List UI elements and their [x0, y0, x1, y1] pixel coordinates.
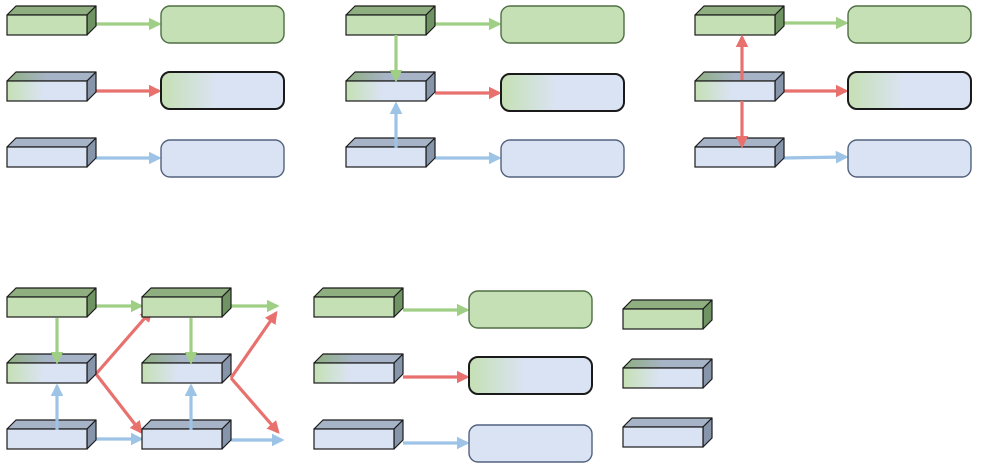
arrow-4b-m-downright — [229, 376, 280, 434]
block-g5-top — [313, 287, 404, 298]
block-b1 — [6, 137, 97, 168]
block-m3 — [694, 71, 785, 102]
block-g1-top — [6, 5, 97, 16]
block-b2-front — [345, 146, 427, 168]
block-b3-top — [694, 137, 785, 148]
block-g6-front — [622, 308, 704, 330]
block-b5 — [313, 419, 404, 450]
arrows-front-layer — [50, 34, 749, 430]
block-m1-top — [6, 71, 97, 82]
panels-layer — [160, 5, 972, 463]
panel-g3 — [847, 5, 972, 44]
block-b4b-top — [141, 419, 232, 430]
panel-m2 — [500, 73, 625, 112]
block-m4a — [6, 353, 97, 384]
panel-g2 — [500, 5, 625, 44]
block-m4a-front — [6, 362, 88, 384]
block-m2 — [345, 71, 436, 102]
block-b6-front — [622, 426, 704, 448]
block-g3-top — [694, 5, 785, 16]
panel-b2 — [500, 139, 625, 178]
block-b5-front — [313, 428, 395, 450]
block-g6-top — [622, 299, 713, 310]
block-g2-top — [345, 5, 436, 16]
block-b5-top — [313, 419, 404, 430]
block-m4b — [141, 353, 232, 384]
panel-b5 — [468, 424, 593, 463]
blocks-layer — [6, 5, 785, 450]
block-b1-front — [6, 146, 88, 168]
block-b4b-front — [141, 428, 223, 450]
arrow-4a-m-downright — [94, 373, 143, 435]
block-m5-front — [313, 362, 395, 384]
block-g5-front — [313, 296, 395, 318]
block-m3-front — [694, 80, 776, 102]
block-g2 — [345, 5, 436, 36]
panel-m3 — [847, 71, 972, 110]
block-b2 — [345, 137, 436, 168]
block-g3 — [694, 5, 785, 36]
block-m4b-front — [141, 362, 223, 384]
panel-m1 — [160, 71, 285, 110]
block-g4a-top — [6, 287, 97, 298]
block-b4b — [141, 419, 232, 450]
block-g1-front — [6, 14, 88, 36]
block-m2-front — [345, 80, 427, 102]
block-g4b-front — [141, 296, 223, 318]
block-m4b-top — [141, 353, 232, 364]
panel-g1 — [160, 5, 285, 44]
arrow-4a-m-upright — [94, 309, 153, 376]
block-b2-top — [345, 137, 436, 148]
panel-m5 — [468, 356, 593, 395]
block-b3 — [694, 137, 785, 168]
block-g4b-top — [141, 287, 232, 298]
block-m6-top — [622, 358, 713, 369]
block-b4a-front — [6, 428, 88, 450]
block-g1 — [6, 5, 97, 36]
arrows-back-layer — [94, 16, 849, 450]
block-b3-front — [694, 146, 776, 168]
block-g4a — [6, 287, 97, 318]
panel-b1 — [160, 139, 285, 178]
block-g5 — [313, 287, 404, 318]
block-m6 — [622, 358, 713, 389]
block-g4a-front — [6, 296, 88, 318]
block-m5-top — [313, 353, 404, 364]
block-g3-front — [694, 14, 776, 36]
arrow-b3 — [782, 150, 849, 164]
block-b1-top — [6, 137, 97, 148]
block-b6-top — [622, 417, 713, 428]
arrow-4b-m-upright — [229, 310, 278, 379]
block-m4a-top — [6, 353, 97, 364]
block-m1 — [6, 71, 97, 102]
block-b4a — [6, 419, 97, 450]
block-m1-front — [6, 80, 88, 102]
block-b4a-top — [6, 419, 97, 430]
block-b6 — [622, 417, 713, 448]
block-g6 — [622, 299, 713, 330]
block-m5 — [313, 353, 404, 384]
block-g2-front — [345, 14, 427, 36]
block-m6-front — [622, 367, 704, 389]
block-m3-top — [694, 71, 785, 82]
panel-b3 — [847, 139, 972, 178]
block-g4b — [141, 287, 232, 318]
block-m2-top — [345, 71, 436, 82]
panel-g5 — [468, 290, 593, 329]
